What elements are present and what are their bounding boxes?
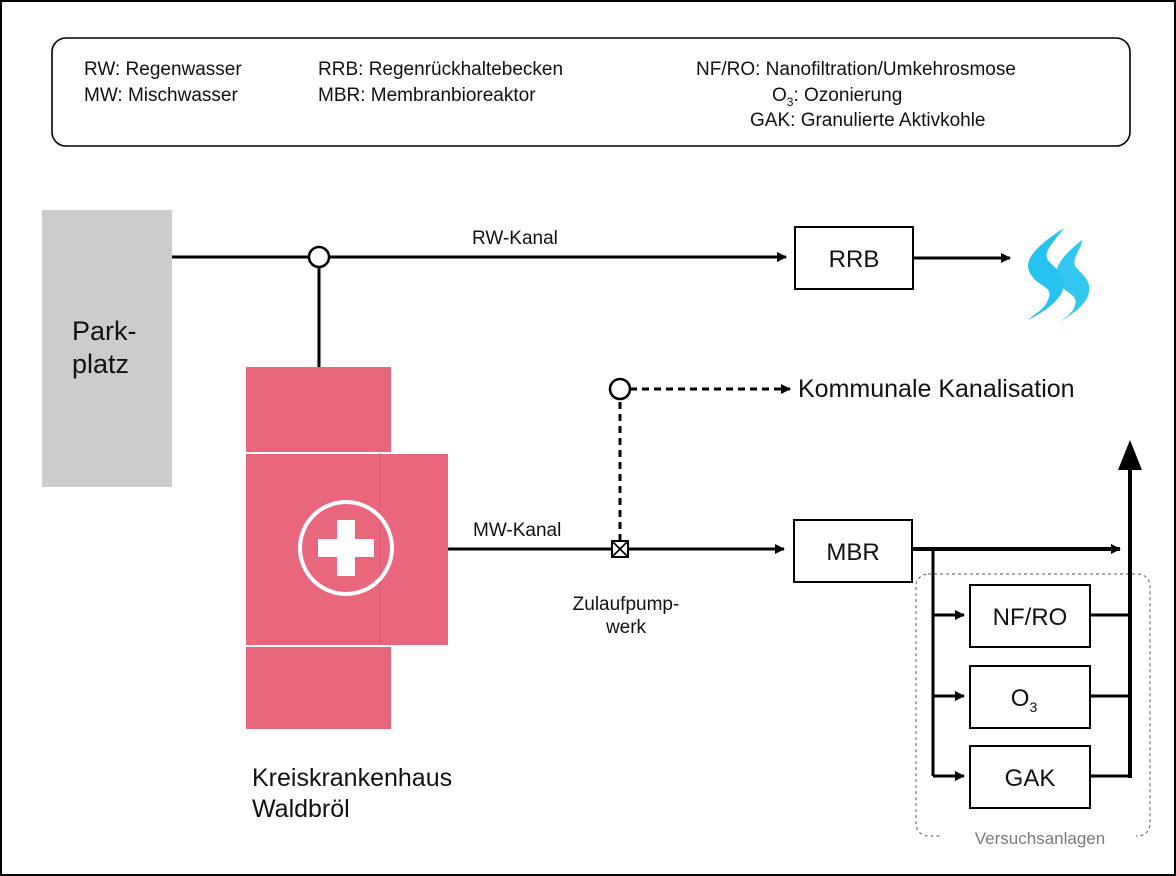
rw-channel-label: RW-Kanal bbox=[472, 228, 558, 249]
overflow-junction-node bbox=[608, 377, 632, 401]
legend-box bbox=[51, 37, 1131, 147]
sewer-label: Kommunale Kanalisation bbox=[798, 375, 1075, 403]
hospital-label-line1: Kreiskrankenhaus bbox=[252, 764, 452, 792]
legend-item-mw: MW: Mischwasser bbox=[84, 85, 238, 106]
cross-icon bbox=[298, 500, 394, 596]
legend-item-gak: GAK: Granulierte Aktivkohle bbox=[750, 110, 986, 131]
pump-label-line1: Zulaufpump- bbox=[573, 594, 680, 615]
gak-box bbox=[969, 745, 1091, 809]
nfro-box bbox=[969, 584, 1091, 648]
mbr-label: MBR bbox=[826, 539, 879, 566]
rrb-label: RRB bbox=[829, 246, 880, 273]
water-waves-icon bbox=[1027, 228, 1090, 324]
parkplatz-label-line2: platz bbox=[72, 349, 129, 379]
o3-label: O3 bbox=[1011, 685, 1038, 715]
legend-item-o3: O3: Ozonierung bbox=[772, 85, 902, 109]
hospital-wing-top bbox=[246, 367, 391, 454]
legend-item-nfro: NF/RO: Nanofiltration/Umkehrosmose bbox=[696, 59, 1016, 80]
pump-station-icon bbox=[611, 540, 629, 558]
nfro-label: NF/RO bbox=[993, 604, 1068, 631]
o3-box bbox=[969, 665, 1091, 729]
legend: RW: Regenwasser MW: Mischwasser RRB: Reg… bbox=[51, 37, 1131, 147]
legend-item-rw: RW: Regenwasser bbox=[84, 59, 242, 80]
trial-plants-label: Versuchsanlagen bbox=[975, 829, 1105, 848]
hospital-wing-bottom bbox=[246, 646, 391, 729]
rrb-box bbox=[794, 226, 914, 290]
pump-label-line2: werk bbox=[605, 617, 647, 638]
parkplatz-block bbox=[42, 210, 172, 487]
effluent-arrowhead bbox=[1118, 440, 1142, 470]
hospital-label-line2: Waldbröl bbox=[252, 795, 350, 823]
legend-item-mbr: MBR: Membranbioreaktor bbox=[318, 85, 536, 106]
gak-label: GAK bbox=[1005, 765, 1056, 792]
mw-channel-label: MW-Kanal bbox=[473, 520, 561, 541]
rw-junction-node bbox=[307, 245, 331, 269]
parkplatz-label-line1: Park- bbox=[72, 316, 137, 346]
legend-item-rrb: RRB: Regenrückhaltebecken bbox=[318, 59, 563, 80]
